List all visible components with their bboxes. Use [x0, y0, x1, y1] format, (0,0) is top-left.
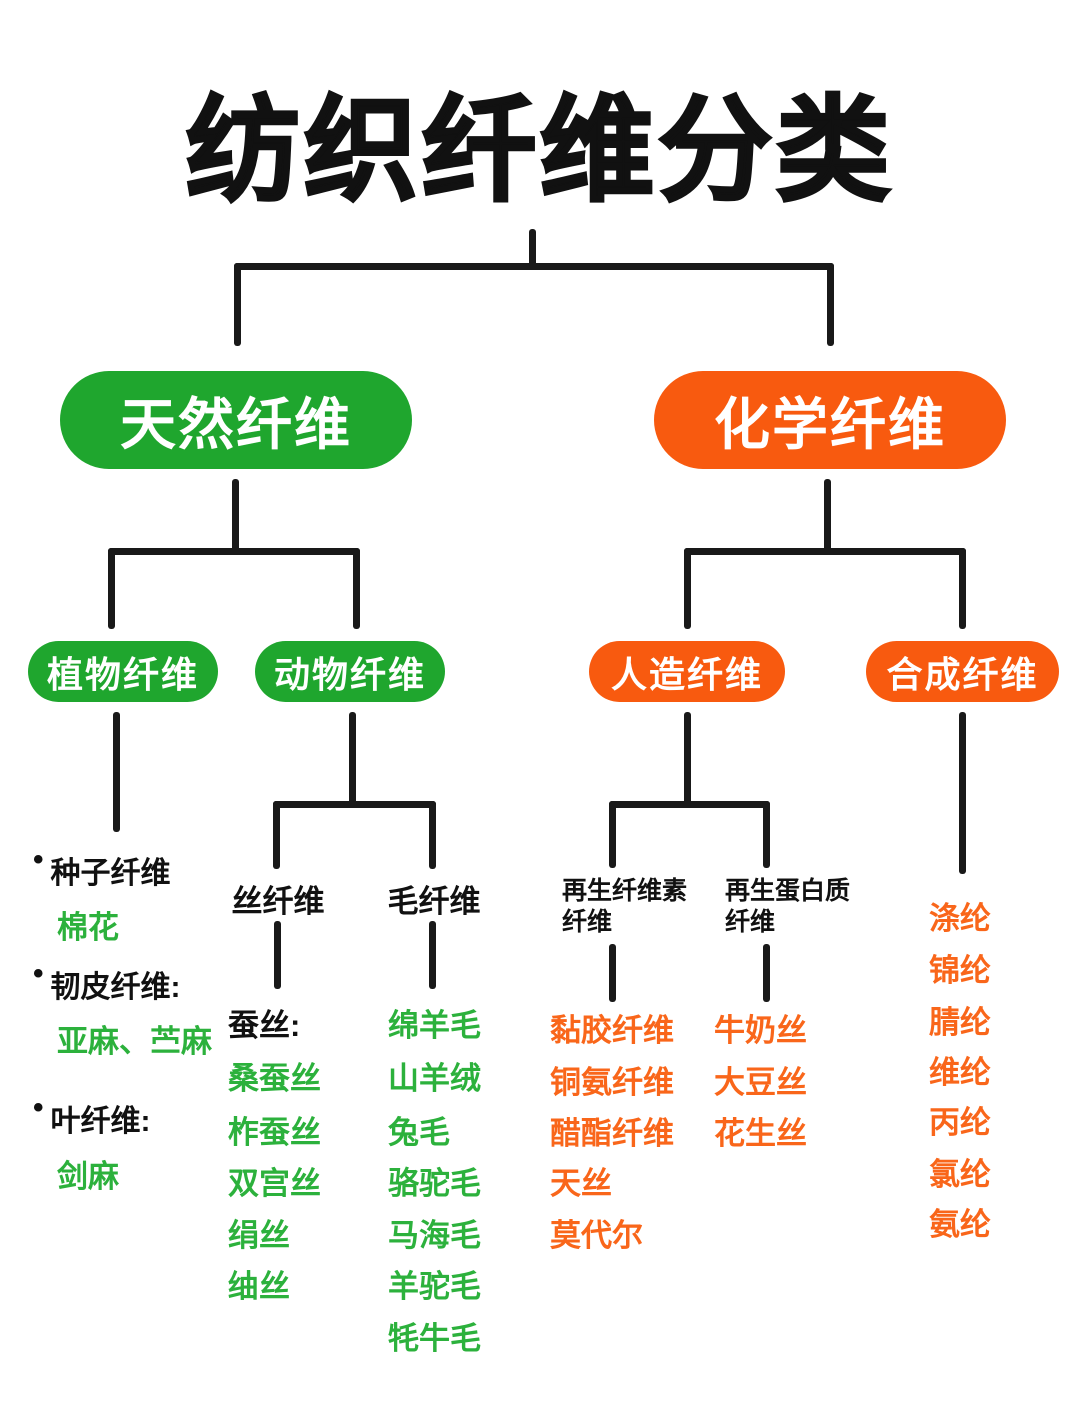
plant-group-seed-text: 种子纤维: [50, 857, 171, 890]
regen-protein-header: 再生蛋白质 纤维: [725, 876, 850, 938]
silk-item: 绢丝: [228, 1218, 290, 1253]
cellulose-item: 莫代尔: [550, 1218, 643, 1253]
wool-item: 牦牛毛: [388, 1321, 481, 1356]
silk-item: 双宫丝: [228, 1166, 321, 1201]
connector-chemical-bar: [684, 548, 966, 555]
connector-chemical-stem: [824, 479, 831, 551]
synthetic-item: 氯纶: [929, 1157, 991, 1192]
plant-group-seed-name: •种子纤维: [33, 843, 171, 892]
connector-protein-stem: [763, 944, 770, 1002]
node-chemical-fiber: 化学纤维: [654, 371, 1006, 469]
connector-natural-left: [108, 548, 115, 629]
wool-fiber-header: 毛纤维: [387, 884, 481, 919]
silk-item: 柞蚕丝: [228, 1115, 321, 1150]
connector-cellulose-stem: [609, 944, 616, 1002]
connector-root-right: [827, 263, 834, 346]
wool-item: 马海毛: [388, 1218, 481, 1253]
protein-item: 花生丝: [714, 1116, 807, 1151]
wool-item: 山羊绒: [388, 1061, 481, 1096]
bullet-icon: •: [33, 957, 44, 990]
plant-group-bast-text: 韧皮纤维:: [50, 971, 181, 1004]
node-natural-fiber: 天然纤维: [60, 371, 412, 469]
node-chemical-fiber-label: 化学纤维: [714, 392, 946, 456]
protein-item: 牛奶丝: [714, 1013, 807, 1048]
regen-cellulose-header: 再生纤维素 纤维: [562, 876, 687, 938]
connector-animal-left: [273, 801, 280, 869]
page-title: 纺织纤维分类: [184, 87, 894, 217]
cellulose-item: 铜氨纤维: [550, 1065, 674, 1100]
regen-cellulose-header-line2: 纤维: [562, 908, 613, 936]
regen-cellulose-header-line1: 再生纤维素: [562, 877, 688, 905]
connector-manmade-bar: [609, 801, 770, 808]
bullet-icon: •: [33, 1091, 44, 1124]
synthetic-item: 丙纶: [929, 1105, 991, 1140]
wool-item: 绵羊毛: [388, 1008, 481, 1043]
connector-natural-bar: [108, 548, 360, 555]
node-manmade-fiber: 人造纤维: [589, 641, 785, 702]
connector-animal-stem: [349, 712, 356, 808]
connector-chemical-left: [684, 548, 691, 629]
connector-plant-stem: [113, 712, 120, 832]
connector-animal-bar: [273, 801, 436, 808]
silk-item: 桑蚕丝: [228, 1061, 321, 1096]
wool-item: 羊驼毛: [388, 1269, 481, 1304]
connector-manmade-stem: [684, 712, 691, 808]
node-animal-fiber: 动物纤维: [255, 641, 445, 702]
connector-synthetic-stem: [959, 712, 966, 874]
bullet-icon: •: [33, 843, 44, 876]
connector-animal-right: [429, 801, 436, 869]
connector-root-bar: [234, 263, 834, 270]
synthetic-item: 锦纶: [929, 953, 991, 988]
plant-group-bast-value: 亚麻、苎麻: [57, 1024, 212, 1059]
silk-fiber-header: 丝纤维: [231, 884, 325, 919]
connector-chemical-right: [959, 548, 966, 629]
plant-group-seed-value: 棉花: [57, 910, 119, 945]
cellulose-item: 醋酯纤维: [550, 1116, 674, 1151]
wool-item: 兔毛: [388, 1115, 450, 1150]
plant-group-leaf-text: 叶纤维:: [50, 1105, 151, 1138]
node-plant-fiber: 植物纤维: [28, 641, 218, 702]
protein-item: 大豆丝: [714, 1065, 807, 1100]
wool-item: 骆驼毛: [388, 1166, 481, 1201]
connector-wool-stem: [429, 921, 436, 989]
plant-group-leaf-name: •叶纤维:: [33, 1091, 151, 1140]
connector-manmade-right: [763, 801, 770, 868]
node-synthetic-fiber: 合成纤维: [866, 641, 1059, 702]
plant-group-bast-name: •韧皮纤维:: [33, 957, 181, 1006]
connector-root-left: [234, 263, 241, 346]
node-manmade-fiber-label: 人造纤维: [610, 653, 763, 695]
cellulose-item: 天丝: [550, 1166, 612, 1201]
synthetic-item: 维纶: [929, 1055, 991, 1090]
regen-protein-header-line1: 再生蛋白质: [725, 877, 851, 905]
plant-group-leaf-value: 剑麻: [57, 1159, 119, 1194]
cellulose-item: 黏胶纤维: [550, 1013, 674, 1048]
synthetic-item: 氨纶: [929, 1207, 991, 1242]
silk-sublabel: 蚕丝:: [228, 1008, 301, 1043]
regen-protein-header-line2: 纤维: [725, 908, 776, 936]
connector-natural-right: [353, 548, 360, 629]
silk-item: 䌷丝: [228, 1269, 290, 1304]
synthetic-item: 腈纶: [929, 1005, 991, 1040]
connector-silk-stem: [274, 921, 281, 989]
connector-manmade-left: [609, 801, 616, 868]
connector-title-stem: [529, 229, 536, 269]
connector-natural-stem: [232, 479, 239, 551]
synthetic-item: 涤纶: [929, 901, 991, 936]
node-animal-fiber-label: 动物纤维: [273, 653, 426, 695]
node-plant-fiber-label: 植物纤维: [46, 653, 199, 695]
node-natural-fiber-label: 天然纤维: [120, 392, 352, 456]
node-synthetic-fiber-label: 合成纤维: [886, 653, 1039, 695]
